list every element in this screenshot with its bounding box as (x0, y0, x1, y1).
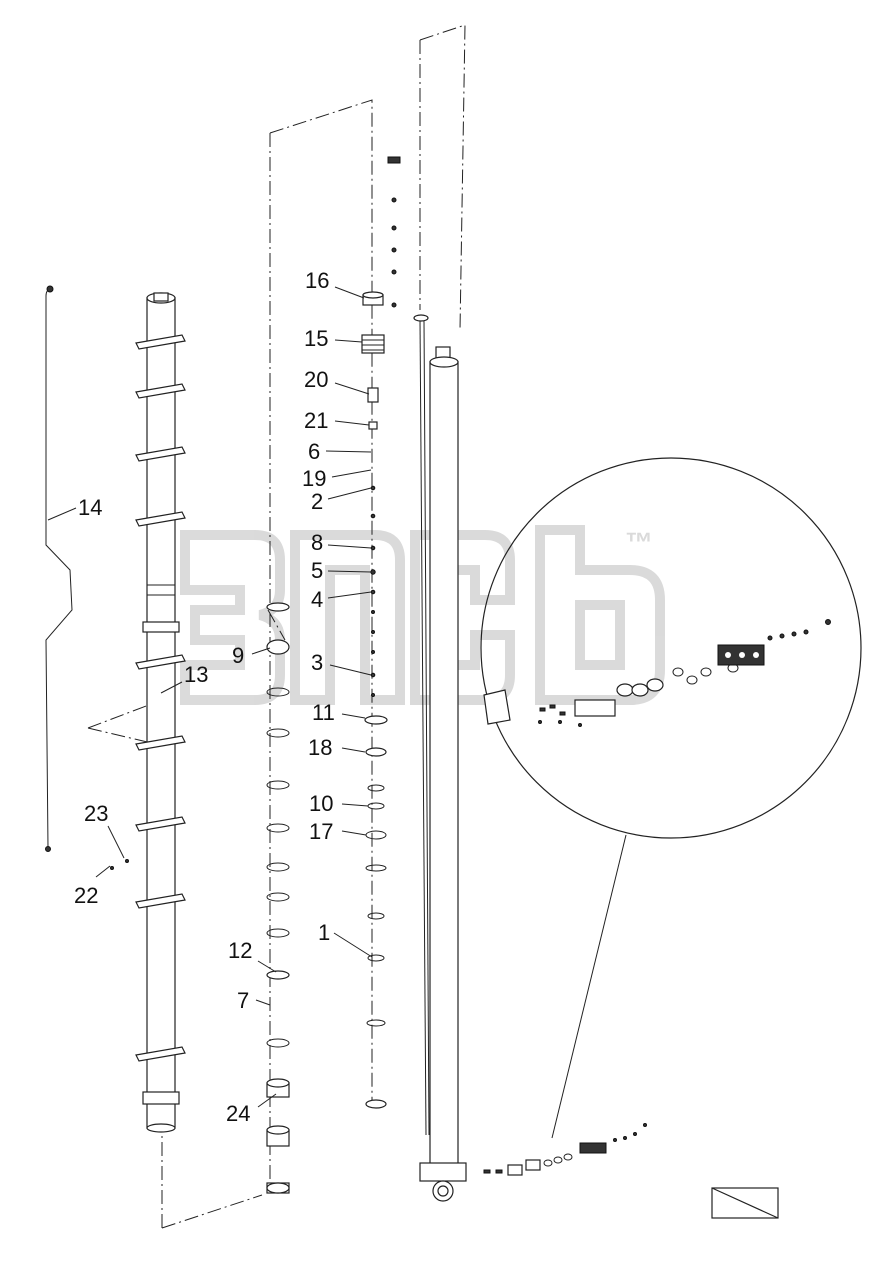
callout-19: 19 (302, 466, 326, 491)
seal-stack-left (266, 602, 290, 1194)
cylinder-13 (135, 292, 186, 1133)
callout-18: 18 (308, 735, 332, 760)
callout-12: 12 (228, 938, 252, 963)
callout-6: 6 (308, 439, 320, 464)
callout-11: 11 (312, 700, 335, 725)
piston-stack-right (361, 291, 388, 1109)
callout-14: 14 (78, 495, 102, 520)
callout-13: 13 (184, 662, 208, 687)
callout-4: 4 (311, 587, 323, 612)
callout-15: 15 (304, 326, 328, 351)
main-cylinder (413, 314, 647, 1202)
callout-8: 8 (311, 530, 323, 555)
callout-5: 5 (311, 558, 323, 583)
pin-22-23 (110, 859, 129, 870)
callout-2: 2 (311, 489, 323, 514)
callout-7: 7 (237, 988, 249, 1013)
callout-labels: 16 15 20 21 6 19 2 8 5 4 3 11 18 10 17 1… (74, 268, 335, 1126)
callout-23: 23 (84, 801, 108, 826)
callout-9: 9 (232, 643, 244, 668)
top-hardware (387, 156, 401, 308)
callout-17: 17 (309, 819, 333, 844)
callout-20: 20 (304, 367, 328, 392)
callout-leaders (47, 286, 373, 1108)
callout-21: 21 (304, 408, 328, 433)
watermark-trademark: ™ (625, 527, 653, 558)
callout-24: 24 (226, 1101, 250, 1126)
tube-14 (45, 285, 73, 852)
callout-16: 16 (305, 268, 329, 293)
callout-3: 3 (311, 650, 323, 675)
callout-10: 10 (309, 791, 333, 816)
callout-22: 22 (74, 883, 98, 908)
detail-magnifier (480, 457, 862, 1139)
corner-legend-box (711, 1187, 779, 1219)
callout-1: 1 (318, 920, 330, 945)
